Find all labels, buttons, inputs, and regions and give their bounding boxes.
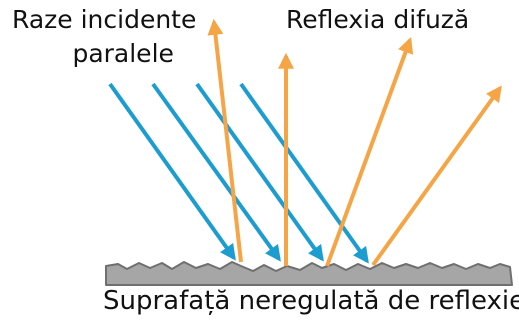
incident-ray (108, 82, 236, 261)
incident-rays-label: Raze incidente paralele (12, 7, 196, 66)
diffuse-reflection-label: Reflexia difuză (286, 5, 470, 34)
rough-surface (105, 261, 513, 286)
incident-ray (239, 82, 369, 264)
reflected-ray (371, 85, 502, 267)
incident-rays-label-line1: Raze incidente (12, 5, 197, 34)
incident-rays (108, 82, 369, 264)
reflected-ray (207, 18, 243, 263)
surface-label: Suprafață neregulată de reflexie (103, 286, 519, 316)
incident-ray (151, 82, 281, 262)
incident-rays-label-line2: paralele (72, 39, 174, 68)
reflected-rays (207, 18, 502, 267)
incident-ray (195, 82, 324, 262)
reflected-ray (325, 36, 414, 267)
